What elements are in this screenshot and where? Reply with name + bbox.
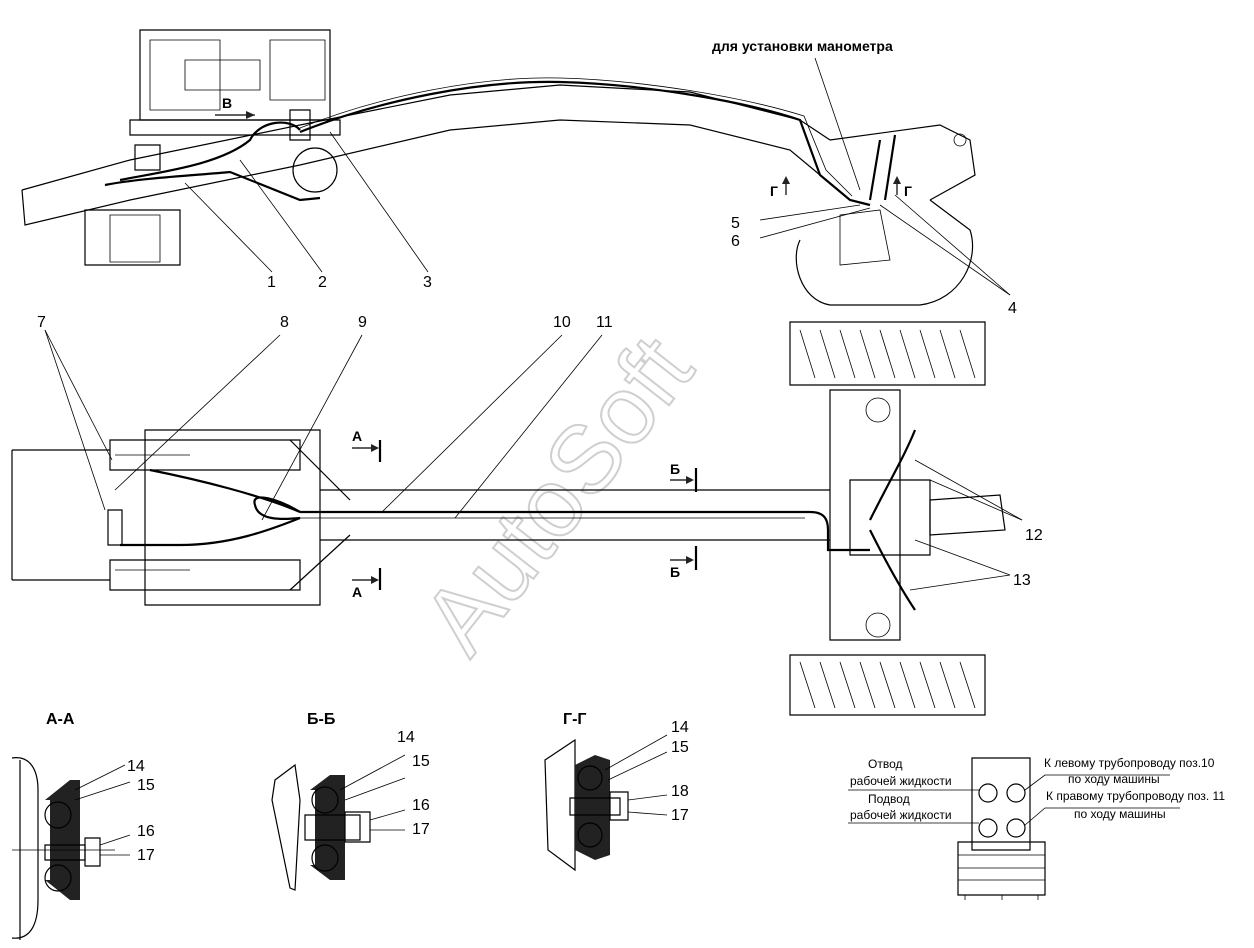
section-a-top-mark: А [352,428,362,444]
callout-5: 5 [731,215,740,232]
callout-12: 12 [1025,527,1043,544]
pressure-gauge-note: для установки манометра [712,38,893,54]
section-a-bottom-mark: А [352,584,362,600]
valve-block: Отвод рабочей жидкости Подвод рабочей жи… [848,756,1225,900]
bb-label-15: 15 [412,753,430,770]
gg-label-17: 17 [671,807,689,824]
valve-right-line2: по ходу машины [1074,807,1166,821]
callout-4: 4 [1008,300,1017,317]
section-b-bottom-mark: Б [670,564,680,580]
valve-left-line2: по ходу машины [1068,772,1160,786]
valve-out-top: Отвод [868,757,902,771]
section-aa-title: А-А [46,711,75,728]
valve-out-bottom: рабочей жидкости [850,774,952,788]
callout-10: 10 [553,314,571,331]
side-view: В Г Г [21,29,1011,306]
callout-2: 2 [318,274,327,291]
callout-7: 7 [37,314,46,331]
aa-label-15: 15 [137,777,155,794]
watermark: AutoSoft [402,317,713,673]
callout-9: 9 [358,314,367,331]
section-g-right-mark: Г [904,183,912,199]
gg-label-18: 18 [671,783,689,800]
section-g-left-mark: Г [770,183,778,199]
valve-left-line1: К левому трубопроводу поз.10 [1044,756,1215,770]
section-bb-title: Б-Б [307,711,335,728]
aa-label-14: 14 [127,758,145,775]
valve-right-line1: К правому трубопроводу поз. 11 [1046,789,1225,803]
callout-1: 1 [267,274,276,291]
valve-in-top: Подвод [868,792,910,806]
arrow-v-label: В [222,95,232,111]
aa-label-17: 17 [137,847,155,864]
section-gg-title: Г-Г [563,711,586,728]
callout-8: 8 [280,314,289,331]
callout-6: 6 [731,233,740,250]
section-b-top-mark: Б [670,461,680,477]
callout-3: 3 [423,274,432,291]
callout-13: 13 [1013,572,1031,589]
plan-view: А А Б Б [11,321,1023,716]
bb-label-16: 16 [412,797,430,814]
section-aa: А-А 14 15 16 17 [11,711,155,940]
gg-label-14: 14 [671,719,689,736]
section-gg: Г-Г 14 15 18 17 [544,711,689,872]
section-bb: Б-Б 14 15 16 17 [271,711,430,891]
bb-label-17: 17 [412,821,430,838]
callout-11: 11 [596,314,613,331]
bb-label-14: 14 [397,729,415,746]
valve-in-bottom: рабочей жидкости [850,808,952,822]
gg-label-15: 15 [671,739,689,756]
aa-label-16: 16 [137,823,155,840]
